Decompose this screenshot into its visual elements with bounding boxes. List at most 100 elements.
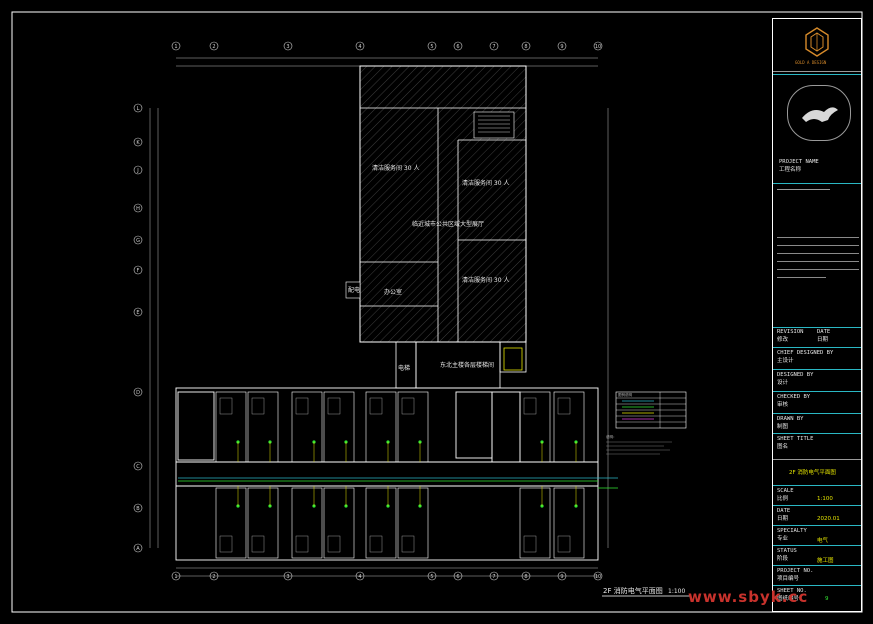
room-hall: 东北主楼各层楼梯间 xyxy=(440,361,494,369)
axis-label: 7 xyxy=(492,574,495,580)
axis-bubble xyxy=(133,203,143,213)
bathroom xyxy=(523,535,537,553)
scale-value-label: 比例 xyxy=(777,496,789,502)
scale-label: SCALE xyxy=(777,488,794,494)
axis-label: L xyxy=(137,106,140,112)
sheet-no-value: 图纸编号 xyxy=(777,596,800,602)
room-office: 办公室 xyxy=(384,288,402,296)
axis-bubble xyxy=(133,265,143,275)
room-upper-right: 清洁服务间 30 人 xyxy=(462,179,509,187)
fire-alarm-circuits xyxy=(178,477,618,489)
axis-label: 7 xyxy=(492,44,495,50)
sheet-no-label: SHEET NO. xyxy=(777,588,807,594)
axis-bubble xyxy=(133,165,143,175)
axis-bubble xyxy=(453,571,463,581)
guest-room xyxy=(365,487,397,559)
project-name-label: PROJECT NAME xyxy=(779,159,819,165)
axis-bubble xyxy=(209,571,219,581)
bathroom xyxy=(327,397,341,415)
guest-room xyxy=(553,487,585,559)
axis-label: 3 xyxy=(286,574,289,580)
guest-room xyxy=(397,391,429,463)
bathroom xyxy=(295,535,309,553)
axis-label: B xyxy=(136,506,140,512)
bathroom xyxy=(523,397,537,415)
title-block: GOLD A DESIGN PROJECT NAME 工程名称 REVISION… xyxy=(772,18,862,612)
date2-value: 2020.01 xyxy=(817,516,840,522)
drawing-title: 2F 消防电气平面图 xyxy=(603,586,663,595)
status-value-label: 阶段 xyxy=(777,556,789,562)
scale-value: 1:100 xyxy=(817,496,833,502)
axis-bubble xyxy=(593,571,603,581)
specialty-label: SPECIALTY xyxy=(777,528,807,534)
drawn-label: DRAWN BY xyxy=(777,416,804,422)
axis-label: 3 xyxy=(286,44,289,50)
notes-title: 说明： xyxy=(606,434,617,439)
revision-value: 修改 xyxy=(777,337,789,343)
axis-label: 2 xyxy=(212,574,215,580)
horse-emblem-icon xyxy=(787,85,851,141)
axis-label: 10 xyxy=(595,574,601,580)
project-name-value: 工程名称 xyxy=(779,167,802,173)
bathroom xyxy=(557,397,571,415)
date2-value-label: 日期 xyxy=(777,516,789,522)
axis-label: D xyxy=(136,390,140,396)
axis-label: C xyxy=(136,464,140,470)
bathroom xyxy=(369,397,383,415)
designed-label: DESIGNED BY xyxy=(777,372,814,378)
notes-block xyxy=(777,237,859,281)
axis-bubble xyxy=(427,41,437,51)
status-value: 施工图 xyxy=(817,558,834,564)
axis-bubble xyxy=(283,571,293,581)
axis-label: 6 xyxy=(456,574,459,580)
legend-box xyxy=(615,391,687,429)
sheet-title-value: 图名 xyxy=(777,444,789,450)
axis-bubble xyxy=(209,41,219,51)
axis-bubble xyxy=(557,41,567,51)
bathroom xyxy=(401,397,415,415)
top-dimension-lines xyxy=(149,57,609,577)
chief-designed-label: CHIEF DESIGNED BY xyxy=(777,350,834,356)
axis-label: 1 xyxy=(174,44,177,50)
axis-bubble xyxy=(427,571,437,581)
axis-label: 2 xyxy=(212,44,215,50)
sheet-no-number: 9 xyxy=(825,596,829,602)
bathroom xyxy=(251,535,265,553)
checked-value: 审核 xyxy=(777,402,789,408)
bathroom xyxy=(401,535,415,553)
axis-label: K xyxy=(136,140,140,146)
guest-room xyxy=(291,487,323,559)
axis-bubble xyxy=(133,307,143,317)
axis-bubble xyxy=(521,41,531,51)
revision-label: REVISION xyxy=(777,329,804,335)
axis-bubble xyxy=(521,571,531,581)
axis-bubble xyxy=(355,41,365,51)
axis-label: 9 xyxy=(560,574,563,580)
axis-label: E xyxy=(136,310,139,316)
sheet-title-text: 2F 消防电气平面图 xyxy=(789,470,836,476)
bathroom xyxy=(369,535,383,553)
axis-bubble xyxy=(593,41,603,51)
guest-room-grid xyxy=(215,391,585,559)
axis-label: 4 xyxy=(358,44,361,50)
legend-title: 图例说明 xyxy=(618,392,632,397)
axis-bubble xyxy=(133,503,143,513)
guest-room xyxy=(519,487,551,559)
guest-room xyxy=(323,391,355,463)
axis-bubble xyxy=(133,543,143,553)
guest-room xyxy=(247,391,279,463)
guest-room xyxy=(215,391,247,463)
room-upper-left: 清洁服务间 30 人 xyxy=(372,164,419,172)
specialty-value-label: 专业 xyxy=(777,536,789,542)
guest-room xyxy=(365,391,397,463)
sheet-title-label: SHEET TITLE xyxy=(777,436,814,442)
guest-room xyxy=(247,487,279,559)
axis-label: A xyxy=(136,546,140,552)
date2-label: DATE xyxy=(777,508,791,514)
checked-label: CHECKED BY xyxy=(777,394,811,400)
drawing-frame xyxy=(11,11,863,613)
specialty-value: 电气 xyxy=(817,538,829,544)
bathroom xyxy=(557,535,571,553)
axis-label: G xyxy=(136,238,140,244)
logo-text: GOLD A DESIGN xyxy=(795,60,827,65)
